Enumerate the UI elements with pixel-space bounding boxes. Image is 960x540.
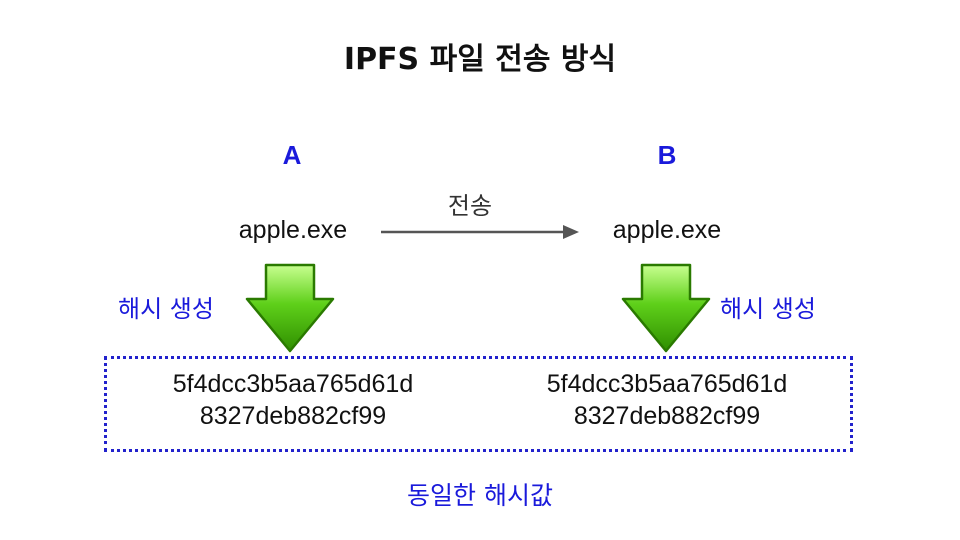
node-b-hash-line2: 8327deb882cf99 <box>573 402 761 430</box>
node-a-hash-label: 해시 생성 <box>118 295 214 323</box>
hash-down-arrow-b <box>621 263 711 353</box>
node-a-hash: 5f4dcc3b5aa765d61d 8327deb882cf99 <box>133 368 453 432</box>
node-a-hash-line1: 5f4dcc3b5aa765d61d <box>172 370 414 398</box>
transfer-arrow <box>381 225 579 239</box>
transfer-label: 전송 <box>447 192 493 220</box>
node-b-file: apple.exe <box>612 216 722 244</box>
hash-down-arrow-a <box>245 263 335 353</box>
node-b-hash-line1: 5f4dcc3b5aa765d61d <box>546 370 788 398</box>
node-a-file: apple.exe <box>238 216 348 244</box>
node-a-hash-line2: 8327deb882cf99 <box>199 402 387 430</box>
node-b-hash-label: 해시 생성 <box>720 295 816 323</box>
diagram-title: IPFS 파일 전송 방식 <box>343 42 617 77</box>
same-hash-label: 동일한 해시값 <box>407 481 553 510</box>
hash-comparison-box <box>104 356 853 452</box>
node-a-label: A <box>282 140 302 170</box>
node-b-label: B <box>657 140 677 170</box>
node-b-hash: 5f4dcc3b5aa765d61d 8327deb882cf99 <box>507 368 827 432</box>
